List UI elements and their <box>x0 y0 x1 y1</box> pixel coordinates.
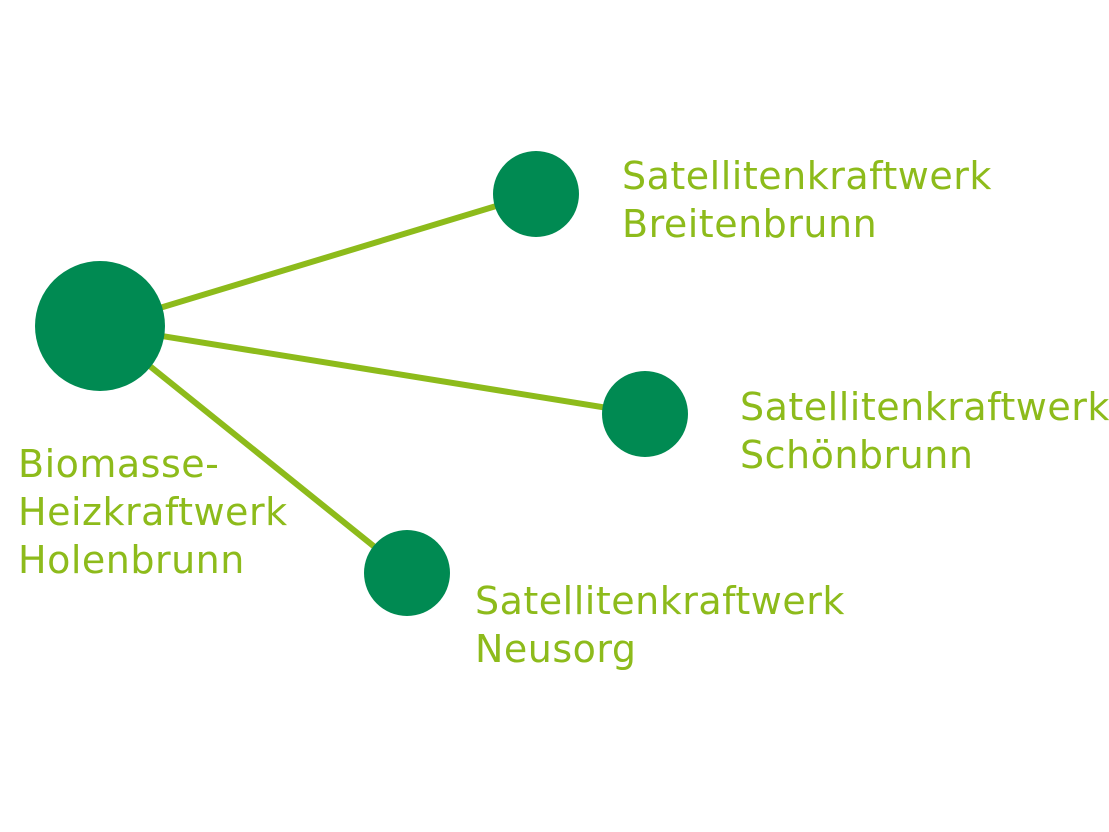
node-main-plant <box>35 261 165 391</box>
label-breitenbrunn-line-2: Breitenbrunn <box>622 202 878 246</box>
node-neusorg <box>364 530 450 616</box>
label-neusorg-line-2: Neusorg <box>475 627 637 671</box>
label-breitenbrunn: Satellitenkraftwerk Breitenbrunn <box>622 152 992 248</box>
label-neusorg: Satellitenkraftwerk Neusorg <box>475 577 845 673</box>
node-schoenbrunn <box>602 371 688 457</box>
label-main-line-1: Biomasse- <box>18 442 220 486</box>
label-breitenbrunn-line-1: Satellitenkraftwerk <box>622 154 992 198</box>
label-main-line-3: Holenbrunn <box>18 538 245 582</box>
connector-neusorg <box>98 323 409 576</box>
label-schoenbrunn-line-1: Satellitenkraftwerk <box>740 385 1109 429</box>
label-main-line-2: Heizkraftwerk <box>18 490 288 534</box>
connector-breitenbrunn <box>99 191 537 329</box>
label-main-plant: Biomasse- Heizkraftwerk Holenbrunn <box>18 440 288 584</box>
connector-schoenbrunn <box>99 323 646 417</box>
label-neusorg-line-1: Satellitenkraftwerk <box>475 579 845 623</box>
node-breitenbrunn <box>493 151 579 237</box>
label-schoenbrunn: Satellitenkraftwerk Schönbrunn <box>740 383 1109 479</box>
label-schoenbrunn-line-2: Schönbrunn <box>740 433 974 477</box>
